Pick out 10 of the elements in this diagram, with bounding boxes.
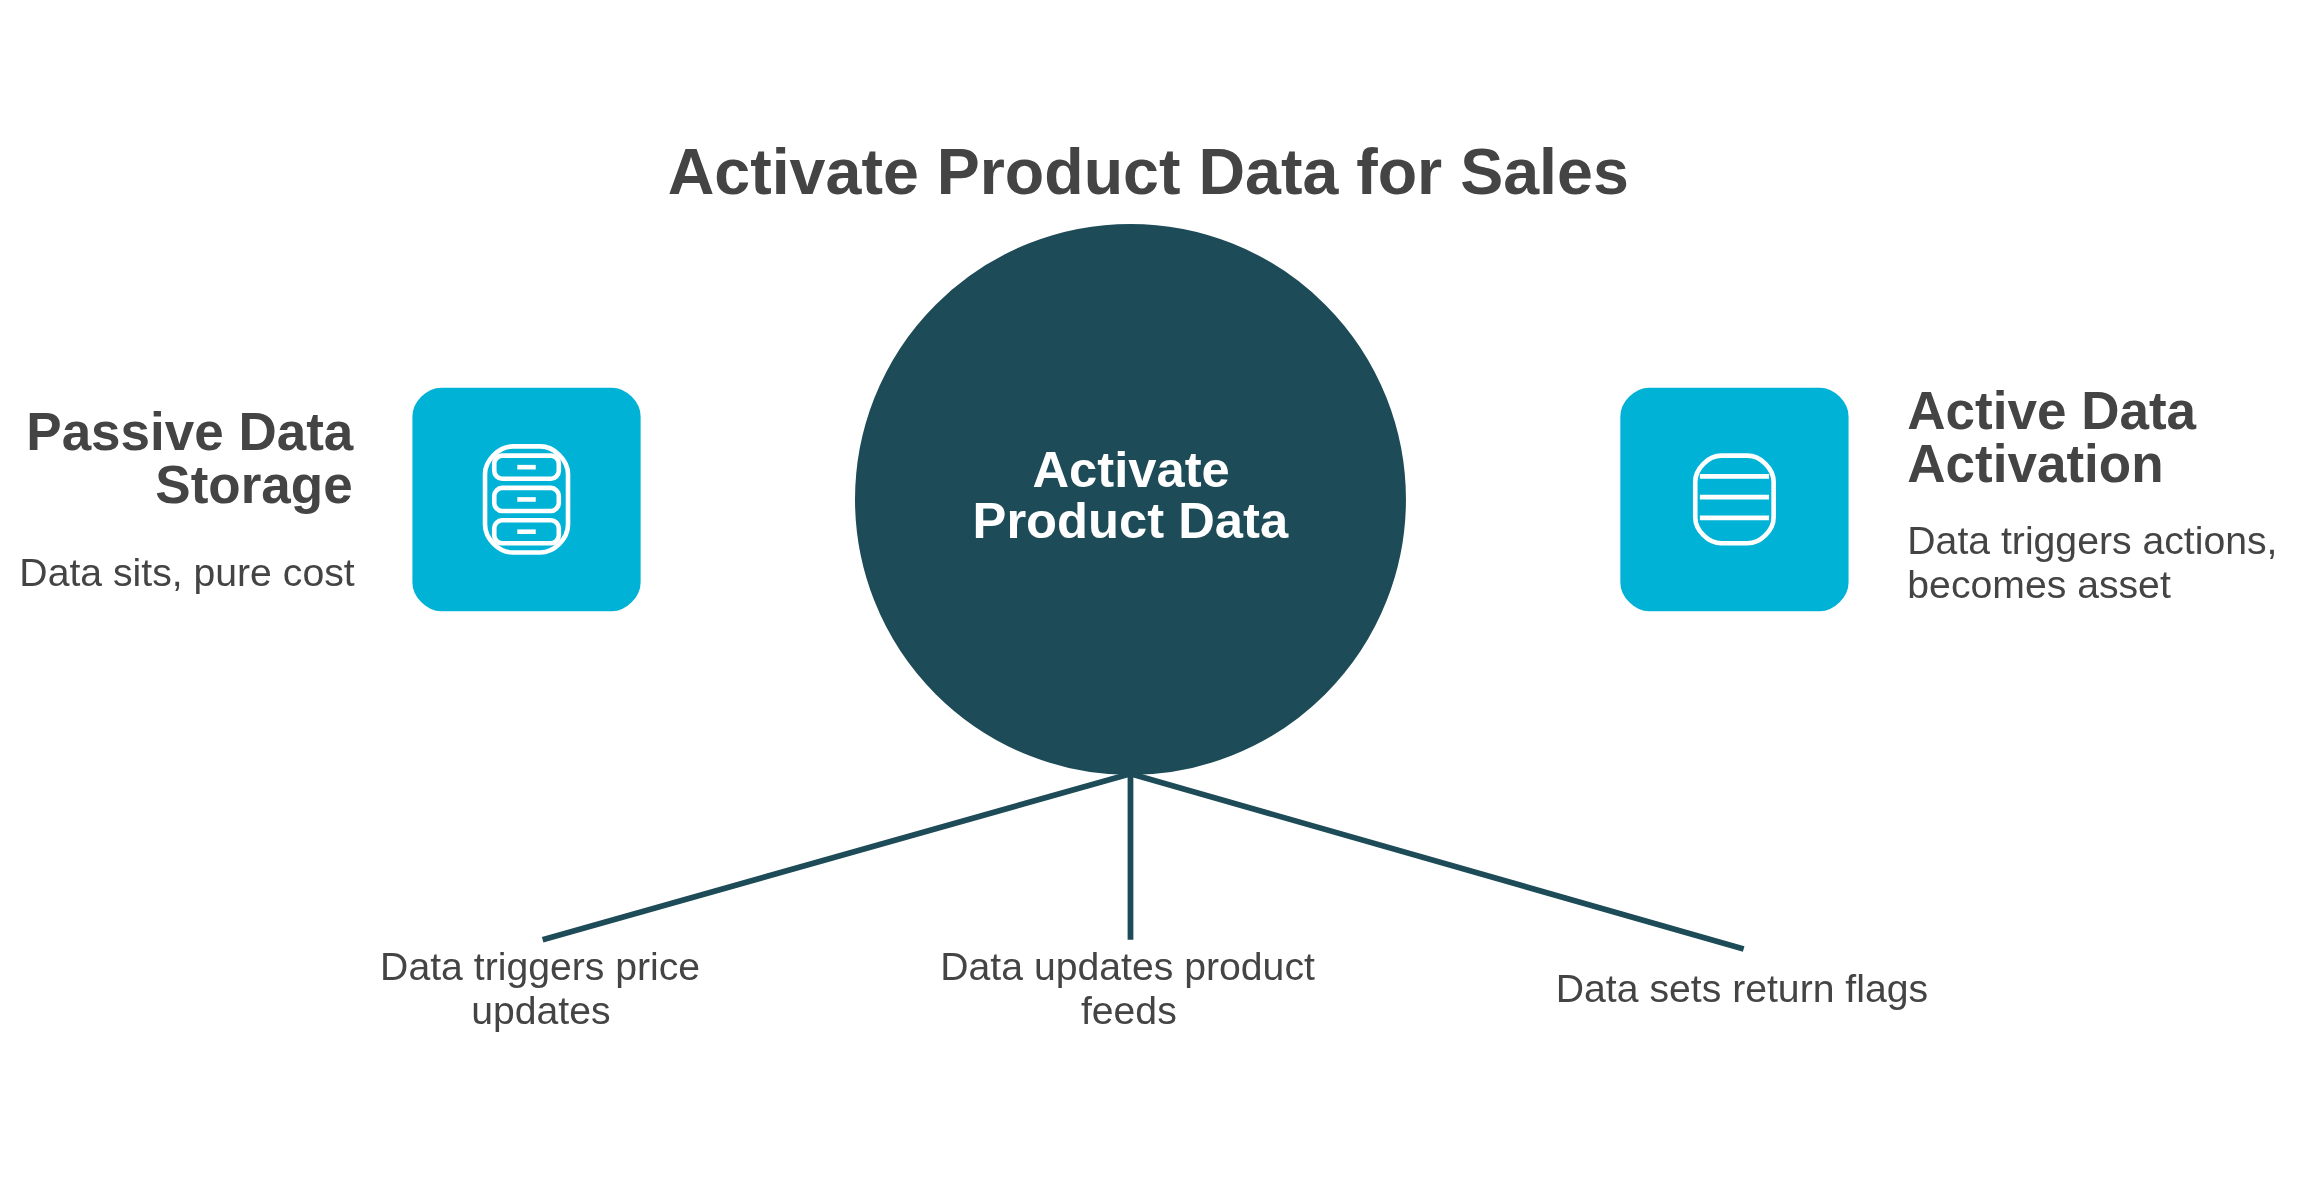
diagram-title: Activate Product Data for Sales [667,135,1629,208]
node-label: Data triggers actions, becomes asset [1907,518,2278,606]
node-text: Data updates product feeds [940,944,1315,1032]
node-text: Data triggers price updates [380,944,701,1032]
node-label: Active Data Activation [1907,380,2197,493]
node-circle: Activate Product Data [855,223,1406,775]
node-label: Data sits, pure cost [19,550,355,594]
connector [1127,773,1134,940]
node-label: Passive Data Storage [26,401,354,514]
node-text: Data sets return flags [1555,966,1929,1010]
